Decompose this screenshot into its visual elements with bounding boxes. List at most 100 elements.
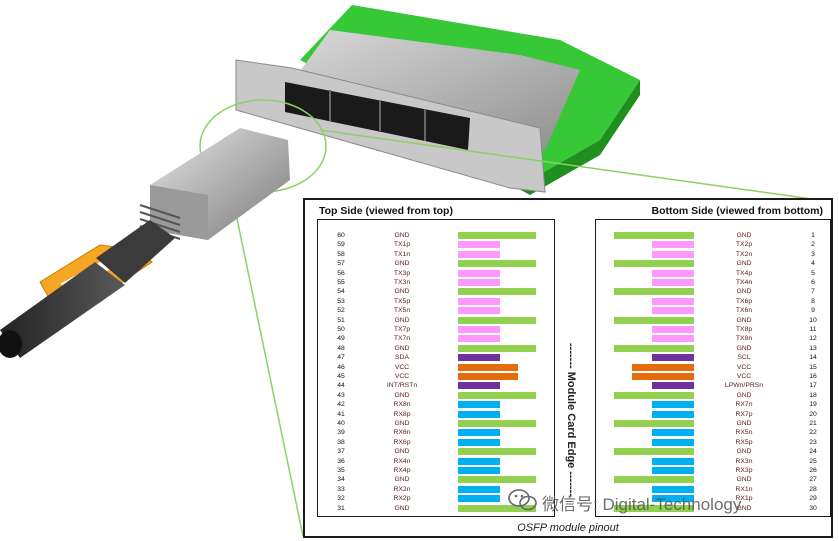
pin-number: 26 bbox=[809, 467, 817, 474]
pin-bar-rx bbox=[652, 457, 694, 465]
pin-signal: LPWn/PRSn bbox=[724, 382, 764, 390]
figure-caption: OSFP module pinout bbox=[517, 522, 619, 534]
pin-number: 36 bbox=[337, 457, 345, 465]
pin-bar-rx bbox=[652, 401, 694, 409]
pin-number: 37 bbox=[337, 448, 345, 456]
pin-bar-vcc bbox=[632, 363, 694, 371]
pin-number: 1 bbox=[811, 232, 815, 239]
pin-number: 15 bbox=[809, 363, 817, 371]
pin-number: 2 bbox=[811, 241, 815, 249]
pin-signal: GND bbox=[394, 391, 410, 399]
pin-bar-gnd bbox=[614, 420, 694, 427]
pin-signal: TX8n bbox=[735, 335, 753, 343]
pin-number: 32 bbox=[337, 495, 345, 503]
pin-signal: RX1p bbox=[735, 495, 753, 503]
pin-signal: GND bbox=[394, 420, 410, 427]
pin-signal: TX7p bbox=[393, 326, 411, 333]
pin-number: 27 bbox=[809, 476, 817, 484]
pin-number: 9 bbox=[811, 307, 815, 315]
pin-signal: GND bbox=[736, 260, 752, 268]
bottom-side-title: Bottom Side (viewed from bottom) bbox=[651, 205, 824, 217]
pin-number: 50 bbox=[337, 326, 345, 333]
pin-signal: RX8n bbox=[393, 401, 411, 409]
pin-signal: GND bbox=[736, 288, 752, 296]
pin-signal: VCC bbox=[736, 363, 752, 371]
pin-bar-gnd bbox=[458, 476, 536, 484]
pin-number: 5 bbox=[811, 269, 815, 277]
pin-number: 55 bbox=[337, 279, 345, 286]
pin-bar-gnd bbox=[458, 344, 536, 352]
pin-number: 45 bbox=[337, 373, 345, 380]
pin-bar-vcc bbox=[458, 363, 518, 371]
pin-bar-vcc bbox=[458, 373, 518, 380]
pin-bar-gnd bbox=[458, 288, 536, 296]
pin-number: 56 bbox=[337, 269, 345, 277]
pin-number: 33 bbox=[337, 485, 345, 493]
pin-bar-gnd bbox=[458, 316, 536, 324]
pin-signal: RX3n bbox=[735, 457, 753, 465]
pin-row: 26 RX3p bbox=[596, 467, 830, 474]
pin-bar-tx bbox=[458, 307, 500, 315]
pin-signal: RX7n bbox=[735, 401, 753, 409]
pin-row: 40 GND bbox=[318, 420, 554, 427]
pin-number: 11 bbox=[809, 326, 817, 333]
pin-signal: GND bbox=[736, 316, 752, 324]
pinout-panel: Top Side (viewed from top) Bottom Side (… bbox=[303, 198, 833, 538]
pin-signal: TX2p bbox=[735, 241, 753, 249]
pin-bar-tx bbox=[458, 326, 500, 333]
pin-bar-rx bbox=[458, 467, 500, 474]
pin-signal: TX1n bbox=[393, 250, 411, 258]
pin-row: 2 TX2p bbox=[596, 241, 830, 249]
pin-bar-gnd bbox=[614, 344, 694, 352]
pin-number: 57 bbox=[337, 260, 345, 268]
pin-signal: TX4p bbox=[735, 269, 753, 277]
pin-bar-tx bbox=[458, 250, 500, 258]
pin-signal: TX1p bbox=[393, 241, 411, 249]
pin-bar-rx bbox=[652, 495, 694, 503]
pin-number: 40 bbox=[337, 420, 345, 427]
pin-bar-tx bbox=[458, 269, 500, 277]
pin-signal: GND bbox=[736, 448, 752, 456]
pin-signal: GND bbox=[736, 476, 752, 484]
pin-signal: TX6p bbox=[735, 297, 753, 305]
pin-bar-rx bbox=[458, 495, 500, 503]
pin-row: 27 GND bbox=[596, 476, 830, 484]
pin-bar-gnd bbox=[458, 504, 536, 512]
pin-signal: SDA bbox=[395, 354, 409, 362]
pin-signal: GND bbox=[394, 260, 410, 268]
pin-signal: RX3p bbox=[735, 467, 753, 474]
pin-signal: GND bbox=[394, 448, 410, 456]
pin-bar-gnd bbox=[458, 420, 536, 427]
pin-signal: GND bbox=[394, 504, 410, 512]
pin-bar-rx bbox=[458, 438, 500, 446]
pin-signal: TX8p bbox=[735, 326, 753, 333]
pin-signal: INT/RSTn bbox=[386, 382, 418, 390]
pin-number: 6 bbox=[811, 279, 815, 286]
pin-signal: TX3p bbox=[393, 269, 411, 277]
pin-bar-tx bbox=[652, 297, 694, 305]
